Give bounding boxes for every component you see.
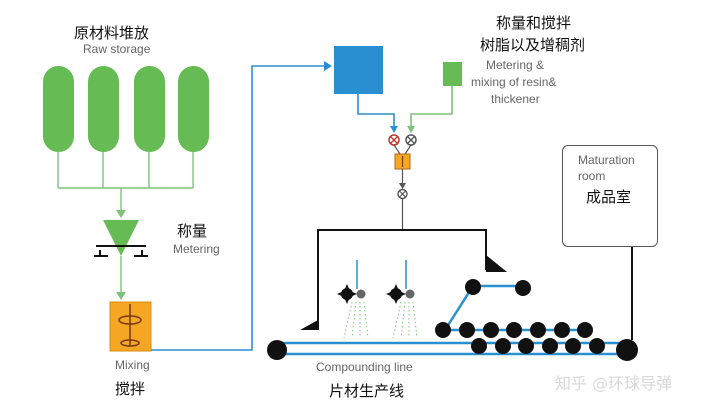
roller-main-left bbox=[267, 340, 287, 360]
resin-feed-line bbox=[357, 94, 395, 130]
silo-2 bbox=[88, 66, 119, 152]
metering-en-label: Metering bbox=[173, 242, 220, 256]
thickener-tank bbox=[443, 62, 462, 86]
roller-upper-1 bbox=[465, 279, 481, 295]
silo-1 bbox=[43, 66, 74, 152]
mixer-arrow-head bbox=[116, 292, 126, 300]
metering-cn-label: 称量 bbox=[177, 222, 208, 240]
compounding-en-label: Compounding line bbox=[316, 360, 413, 374]
compounding-cn-label: 片材生产线 bbox=[329, 382, 405, 400]
resin-metering-en-line1: Metering & bbox=[486, 58, 545, 72]
mixing-cn-label: 搅拌 bbox=[115, 380, 146, 398]
mixer-to-resin-line bbox=[151, 65, 326, 351]
roller-upper-2 bbox=[515, 280, 531, 296]
raw-storage-silos bbox=[43, 66, 209, 152]
resin-metering-cn-line2: 树脂以及增稠剂 bbox=[480, 36, 586, 54]
silo-feed-lines bbox=[57, 152, 194, 214]
raw-storage-en-label: Raw storage bbox=[83, 42, 151, 56]
roller-main-right bbox=[616, 339, 638, 361]
silo-3 bbox=[134, 66, 165, 152]
chopper-right bbox=[386, 260, 415, 304]
resin-metering-en-line3: thickener bbox=[491, 92, 540, 106]
valve-merge-lines bbox=[393, 144, 412, 155]
resin-tank bbox=[334, 46, 383, 94]
thickener-valve-icon bbox=[405, 134, 417, 146]
resin-metering-cn-line1: 称量和搅拌 bbox=[496, 14, 572, 32]
maturation-cn-label: 成品室 bbox=[586, 188, 632, 206]
housing-wedge-right bbox=[486, 255, 507, 272]
thickener-feed-arrow bbox=[407, 126, 415, 133]
dosing-valve-icon bbox=[397, 188, 408, 200]
raw-storage-cn-label: 原材料堆放 bbox=[74, 24, 150, 42]
chopper-left bbox=[337, 260, 366, 304]
resin-mixer-out-arrow bbox=[399, 183, 406, 189]
rollers bbox=[267, 279, 638, 361]
silo-4 bbox=[178, 66, 209, 152]
resin-valve-icon bbox=[388, 134, 400, 146]
resin-arrow-head bbox=[324, 61, 332, 71]
mixing-en-label: Mixing bbox=[115, 358, 150, 372]
maturation-room-box bbox=[562, 145, 658, 247]
housing-wedge-left bbox=[300, 320, 318, 330]
metering-hopper bbox=[103, 220, 139, 256]
watermark: 知乎 @环球导弹 bbox=[555, 374, 673, 393]
mixer-agitator bbox=[118, 304, 142, 347]
metering-scale bbox=[94, 245, 148, 257]
maturation-en-line2: room bbox=[578, 169, 606, 183]
thickener-feed-line bbox=[410, 86, 453, 130]
feed-arrow-head bbox=[116, 210, 126, 218]
fiber-spray-dots bbox=[343, 301, 418, 339]
compounding-housing bbox=[317, 229, 487, 330]
resin-metering-en-line2: mixing of resin& bbox=[471, 75, 557, 89]
maturation-en-line1: Maturation bbox=[578, 153, 635, 167]
resin-feed-arrow bbox=[390, 126, 398, 133]
